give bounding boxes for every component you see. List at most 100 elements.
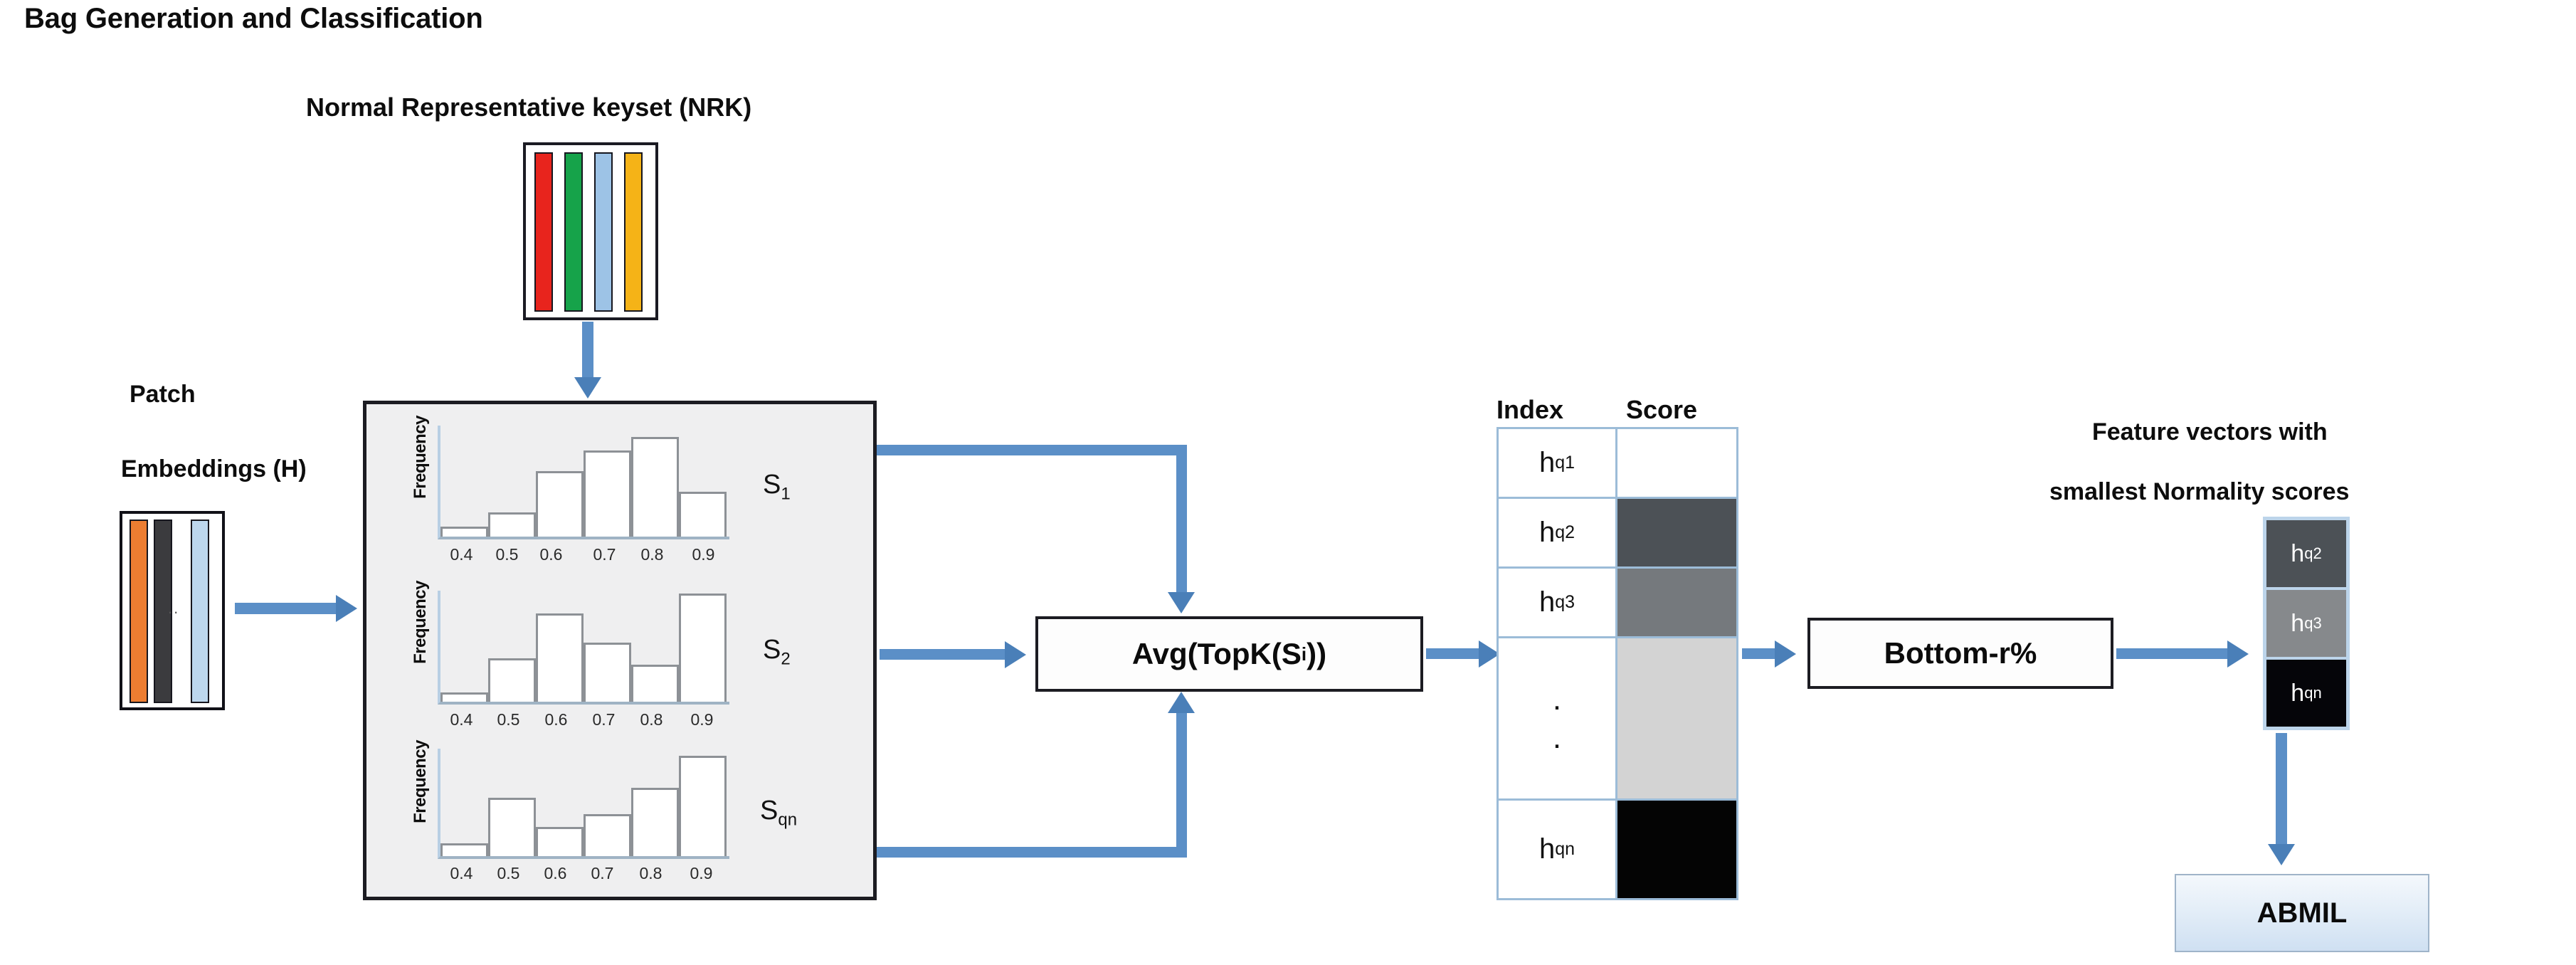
series-subscript: 2 — [781, 649, 791, 669]
arrow-avg-to-table-line — [1426, 648, 1482, 659]
index-letter: h — [1538, 517, 1556, 548]
bar — [679, 756, 727, 856]
patch-ellipsis: .. — [168, 599, 180, 617]
bar — [631, 437, 679, 537]
histogram-s2-ylabel: Frequency — [411, 581, 430, 664]
table-cell-index-ellipsis: . . — [1499, 638, 1617, 798]
key-bar-green — [564, 152, 583, 312]
index-subscript: q2 — [1555, 522, 1575, 542]
arrow-fv-to-abmil-line — [2276, 733, 2287, 847]
bar — [631, 665, 679, 702]
key-bar-blue — [594, 152, 613, 312]
patch-embeddings-box: .. — [120, 511, 225, 710]
histogram-sqn-ylabel: Frequency — [411, 740, 430, 823]
xtick: 0.8 — [639, 864, 663, 882]
arrow-table-to-bottom-line — [1742, 648, 1778, 659]
similarity-histogram-panel: Frequency 0.4 0.5 0.6 0.7 0.8 0.9 S1 Fre… — [363, 401, 877, 900]
patch-bar-dark — [154, 520, 172, 703]
index-letter: h — [1538, 447, 1556, 478]
histogram-sqn-series-label: Sqn — [760, 796, 797, 830]
xtick: 0.5 — [497, 710, 520, 729]
xtick: 0.7 — [592, 710, 616, 729]
index-subscript: qn — [1555, 839, 1575, 859]
avg-topk-tail: )) — [1307, 637, 1327, 670]
feature-vectors-label-line2: smallest Normality scores — [2049, 478, 2350, 505]
arrow-sqn-to-avg-h — [877, 847, 1187, 858]
avg-topk-subscript: i — [1301, 643, 1307, 665]
xtick: 0.7 — [591, 864, 614, 882]
table-cell-score — [1617, 569, 1736, 636]
arrow-sqn-to-avg-v — [1176, 712, 1187, 853]
table-cell-score — [1617, 429, 1736, 497]
xtick: 0.9 — [690, 864, 713, 882]
fv-subscript: qn — [2304, 684, 2322, 702]
table-row[interactable]: . . — [1499, 638, 1736, 801]
key-bar-orange — [624, 152, 643, 312]
fv-letter: h — [2291, 609, 2305, 637]
bar — [536, 471, 584, 537]
key-bar-red — [534, 152, 553, 312]
bar — [440, 526, 488, 537]
histogram-s2-plot — [438, 591, 729, 705]
arrow-table-to-bottom-head — [1775, 640, 1796, 668]
xtick: 0.9 — [690, 710, 714, 729]
table-cell-score — [1617, 638, 1736, 798]
patch-bar-orange — [130, 520, 148, 703]
bar — [584, 814, 631, 856]
arrow-bottom-to-fv-line — [2116, 648, 2230, 659]
histogram-sqn-plot — [438, 749, 729, 859]
bar — [488, 658, 536, 702]
histogram-s2-series-label: S2 — [763, 635, 791, 670]
abmil-box[interactable]: ABMIL — [2175, 874, 2429, 952]
bar — [440, 692, 488, 702]
arrow-patch-to-panel-line — [235, 603, 339, 614]
arrow-s2-to-avg-line — [880, 649, 1008, 660]
arrow-s1-to-avg-head — [1168, 592, 1195, 613]
patch-embeddings-label-line2: Embeddings (H) — [121, 455, 307, 482]
nrk-label: Normal Representative keyset (NRK) — [306, 93, 752, 122]
bar — [488, 798, 536, 856]
nrk-keyset-box — [523, 142, 658, 320]
bar — [536, 613, 584, 702]
arrow-s1-to-avg-v — [1176, 445, 1187, 594]
arrow-nrk-to-panel-line — [582, 322, 593, 381]
xtick: 0.6 — [544, 864, 567, 882]
ellipsis-dot: . — [1552, 719, 1562, 755]
arrow-nrk-to-panel-head — [574, 377, 601, 399]
index-subscript: q1 — [1555, 453, 1575, 473]
arrow-fv-to-abmil-head — [2268, 844, 2295, 865]
bottom-r-percent-box[interactable]: Bottom-r% — [1807, 618, 2113, 689]
table-cell-score — [1617, 499, 1736, 566]
bar — [679, 594, 727, 702]
xtick: 0.5 — [495, 545, 519, 564]
arrow-s2-to-avg-head — [1005, 641, 1026, 668]
series-subscript: 1 — [781, 484, 791, 504]
page-title: Bag Generation and Classification — [24, 3, 483, 34]
xtick: 0.8 — [640, 545, 664, 564]
table-cell-score — [1617, 801, 1736, 898]
bar — [536, 827, 584, 856]
xtick: 0.6 — [539, 545, 563, 564]
arrow-bottom-to-fv-head — [2227, 640, 2249, 668]
fv-letter: h — [2291, 539, 2305, 567]
histogram-s2: Frequency 0.4 0.5 0.6 0.7 0.8 0.9 S2 — [366, 569, 873, 737]
xtick: 0.4 — [450, 864, 473, 882]
series-subscript: qn — [778, 810, 798, 830]
avg-topk-label: Avg(TopK(S — [1131, 637, 1302, 670]
bar — [584, 450, 631, 537]
histogram-s1-plot — [438, 426, 729, 539]
histogram-s1: Frequency 0.4 0.5 0.6 0.7 0.8 0.9 S1 — [366, 404, 873, 571]
table-header-index: Index — [1496, 395, 1564, 424]
